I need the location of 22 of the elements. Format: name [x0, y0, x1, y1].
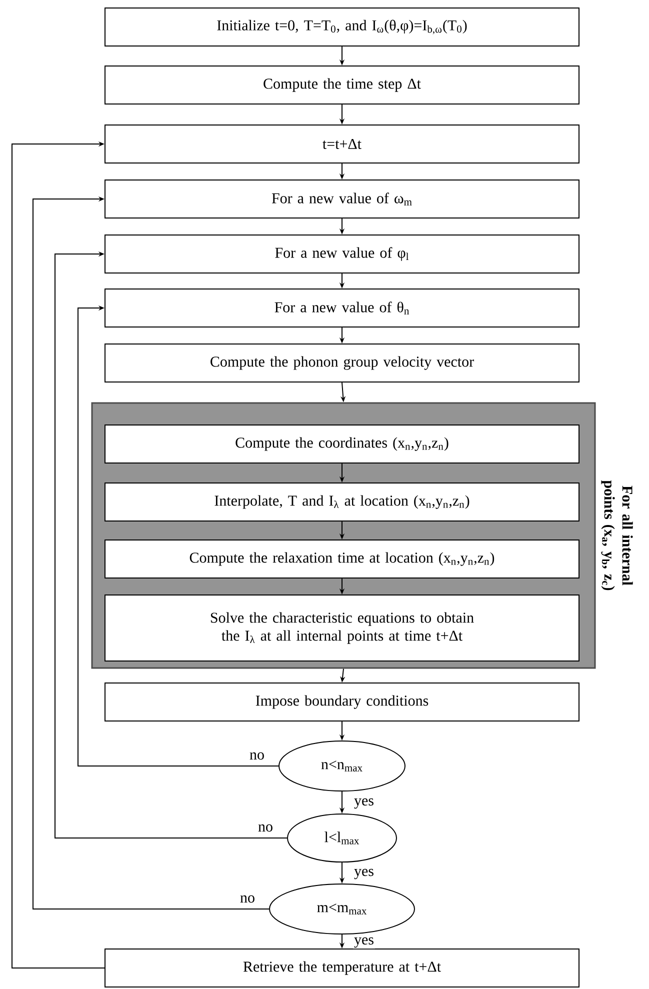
process-box: Compute the relaxation time at location (x$_{n}$,y$_{n}$,z$_{n}$)	[104, 540, 580, 578]
process-box: Compute the phonon group velocity vector	[104, 344, 580, 382]
edge-label: no	[239, 894, 256, 904]
arrow	[12, 141, 105, 969]
process-box: Solve the characteristic equations to obtain the I$_{λ}$ at all internal points at time t+Δt	[104, 594, 580, 662]
process-box: t=t+Δt	[104, 124, 580, 164]
process-box: Interpolate, T and I$_{λ}$ at location (x$_{n}$,y$_{n}$,z$_{n}$)	[104, 482, 580, 522]
arrow	[54, 251, 288, 839]
arrow	[32, 196, 270, 910]
process-box: Compute the coordinates (x$_{n}$,y$_{n}$,z$_{n}$)	[104, 424, 580, 464]
edge-label: yes	[353, 936, 375, 949]
process-box: For a new value of ω$_{m}$	[104, 180, 580, 218]
process-box: For a new value of φ$_{l}$	[104, 234, 580, 274]
process-box: Initialize t=0, T=T$_{0}$, and I$_{ω}$(θ,φ)=I$_{b,ω}$(T$_{0}$)	[104, 8, 580, 46]
edge-label: no	[257, 823, 274, 833]
arrow	[78, 305, 279, 766]
edge-label: yes	[353, 797, 375, 810]
process-box: Impose boundary conditions	[104, 682, 580, 722]
edge-label: no	[248, 751, 266, 761]
process-box: Compute the time step Δt	[104, 66, 580, 104]
edge-label: yes	[353, 868, 375, 880]
process-box: For a new value of θ$_{n}$	[104, 288, 580, 328]
